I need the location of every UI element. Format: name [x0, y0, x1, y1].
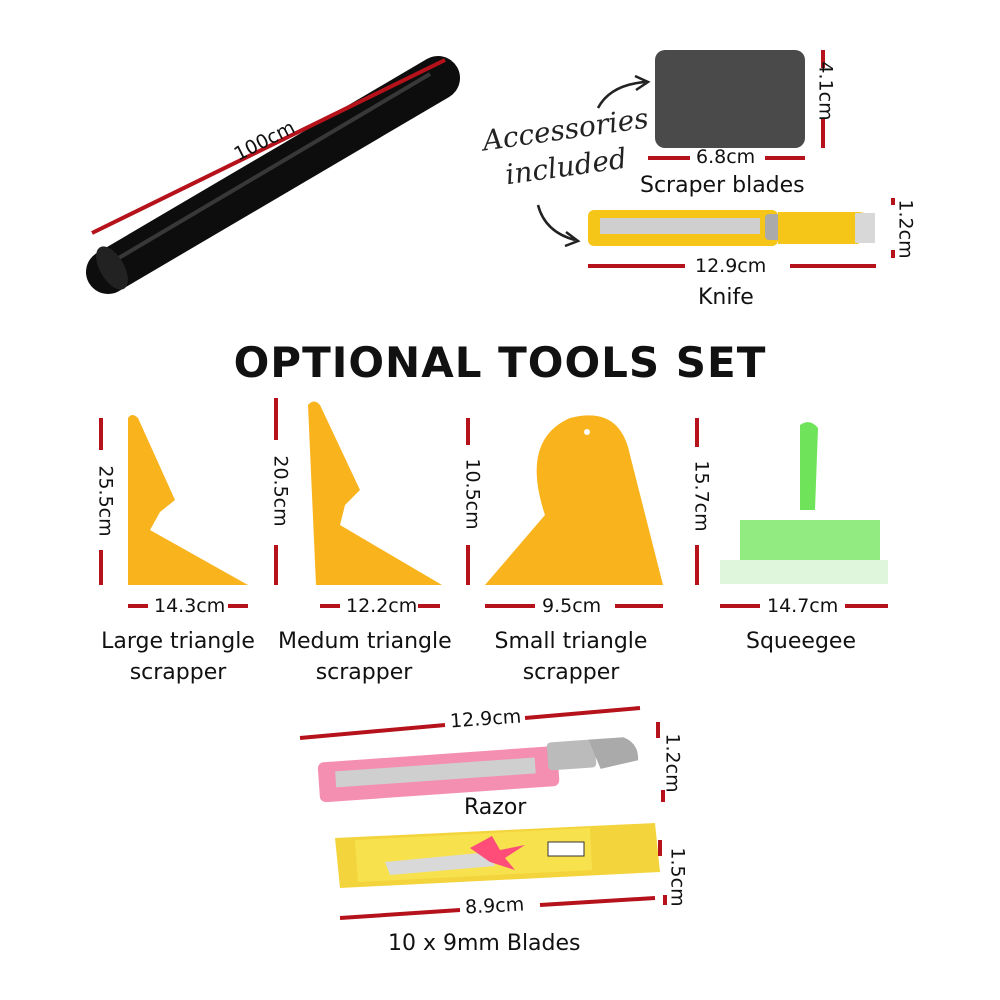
blades-name: 10 x 9mm Blades [388, 931, 581, 956]
tool-width-label: 14.7cm [767, 595, 839, 617]
tool-name: Squeegee [746, 629, 856, 654]
arrow-icon [536, 204, 576, 242]
scraper-width-label: 6.8cm [696, 146, 756, 168]
arrow-icon [596, 80, 646, 109]
razor [317, 737, 639, 803]
small-triangle-scrapper [485, 415, 663, 585]
blades-height-label: 1.5cm [666, 847, 689, 907]
film-roll [86, 56, 460, 294]
tool-width-label: 14.3cm [154, 595, 226, 617]
tool-height-label: 20.5cm [269, 455, 292, 527]
medium-triangle-scrapper [308, 401, 442, 585]
tool-height-label: 25.5cm [94, 465, 117, 537]
tool-height-label: 10.5cm [461, 458, 484, 530]
roll-dimension-line [91, 58, 446, 235]
knife-name: Knife [698, 285, 754, 310]
tool-height-label: 15.7cm [690, 460, 713, 532]
blades-box [335, 823, 660, 888]
knife [588, 210, 875, 246]
large-triangle-scrapper [128, 415, 248, 585]
scraper-blade [655, 50, 805, 148]
knife-height-label: 1.2cm [894, 199, 917, 259]
tool-width-label: 12.2cm [346, 595, 418, 617]
scraper-name: Scraper blades [640, 173, 805, 198]
blades-length-label: 8.9cm [464, 893, 525, 919]
section-title: OPTIONAL TOOLS SET [233, 338, 767, 387]
squeegee [720, 422, 888, 584]
scraper-height-label: 4.1cm [814, 61, 837, 121]
tool-width-label: 9.5cm [542, 595, 602, 617]
razor-name: Razor [464, 795, 527, 820]
razor-height-label: 1.2cm [661, 733, 684, 793]
knife-length-label: 12.9cm [695, 255, 767, 277]
